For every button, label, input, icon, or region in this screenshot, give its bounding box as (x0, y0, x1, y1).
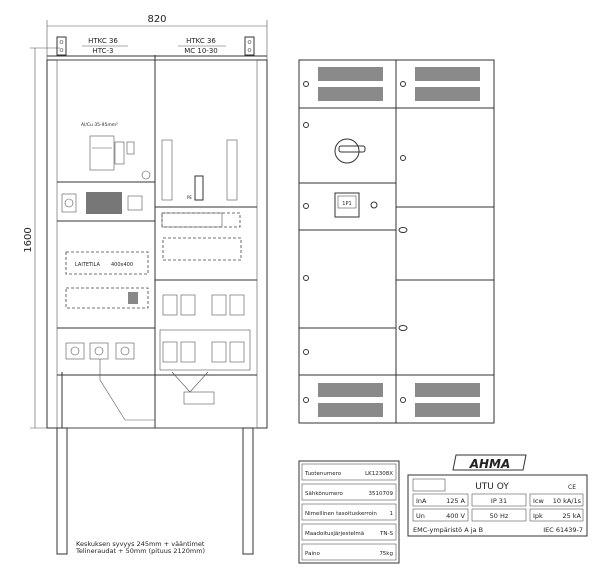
cabinet-front-view: 1P1 (298, 59, 495, 424)
un-label: Un (416, 512, 425, 520)
spec-value: 75kg (379, 551, 393, 557)
icw-label: Icw (533, 497, 544, 505)
ina-value: 125 A (446, 497, 465, 505)
spec-cell (301, 483, 397, 501)
ce-mark: CE (568, 484, 576, 491)
ina-label: InA (416, 497, 427, 505)
spec-value: LK12308X (365, 471, 393, 477)
pe-label: PE (187, 195, 192, 200)
spec-row: Paino 75kg (301, 543, 397, 561)
door-locks (303, 81, 408, 403)
right-rail-type: HTKC 36 (186, 37, 216, 45)
nameplate: AHMA UTU OY CE InA 125 A IP 31 Icw 10 kA… (407, 454, 588, 537)
cabinet-interior: Al/Cu 35-95mm² PE LAITETILA 400x400 (46, 55, 268, 429)
spec-table: Tuotenumero LK12308X Sähkönumero 3510709Nim… (298, 460, 400, 564)
spec-cell (301, 543, 397, 561)
width-dimension: 820 (46, 14, 268, 60)
device-area-label: LAITETILA (75, 262, 100, 268)
left-rail-type: HTKC 36 (88, 37, 118, 45)
spec-label: Paino (305, 551, 320, 557)
spec-row: Tuotenumero LK12308X (301, 463, 397, 481)
height-label: 1600 (23, 227, 34, 252)
energy-meter: 1P1 (334, 192, 378, 218)
spec-cell (301, 503, 397, 521)
frequency: 50 Hz (490, 512, 509, 520)
spec-label: Maadoitusjärjestelmä (305, 531, 364, 537)
main-switch-handle (334, 138, 366, 164)
un-value: 400 V (446, 512, 465, 520)
icw-value: 10 kA/1s (553, 497, 582, 505)
standard: IEC 61439-7 (543, 526, 583, 534)
width-label: 820 (147, 14, 166, 25)
spec-cell (301, 523, 397, 541)
right-rail-model: MC 10-30 (184, 47, 218, 55)
meter-label: 1P1 (342, 201, 351, 207)
top-mounting: HTKC 36 HTC-3 HTKC 36 MC 10-30 (47, 36, 267, 61)
spec-value: 1 (390, 511, 394, 517)
ipk-value: 25 kA (562, 512, 581, 520)
device-area-size: 400x400 (111, 262, 133, 268)
ipk-label: Ipk (533, 512, 543, 520)
brand-logo: AHMA (469, 457, 511, 471)
spec-label: Sähkönumero (305, 491, 344, 497)
spec-label: Tuotenumero (304, 471, 342, 477)
spec-cell (301, 463, 397, 481)
emc-environment: EMC-ympäristö A ja B (413, 526, 483, 534)
height-dimension: 1600 (23, 47, 60, 429)
spec-row: Sähkönumero 3510709 (301, 483, 397, 501)
spec-row: Nimellinen tasoituskerroin 1 (301, 503, 397, 521)
ip-rating: IP 31 (491, 497, 507, 505)
company-name: UTU OY (475, 482, 509, 492)
spec-value: TN-S (379, 531, 393, 537)
spec-value: 3510709 (369, 491, 394, 497)
note-depth: Keskuksen syvyys 245mm + vääntimet (76, 540, 205, 548)
vent-grilles (318, 67, 480, 417)
left-rail-model: HTC-3 (93, 47, 114, 55)
cable-note: Al/Cu 35-95mm² (81, 122, 118, 128)
note-stand: Telineraudat + 50mm (pituus 2120mm) (75, 547, 205, 555)
spec-row: Maadoitusjärjestelmä TN-S (301, 523, 397, 541)
stand-legs (56, 427, 254, 555)
spec-label: Nimellinen tasoituskerroin (305, 511, 377, 517)
